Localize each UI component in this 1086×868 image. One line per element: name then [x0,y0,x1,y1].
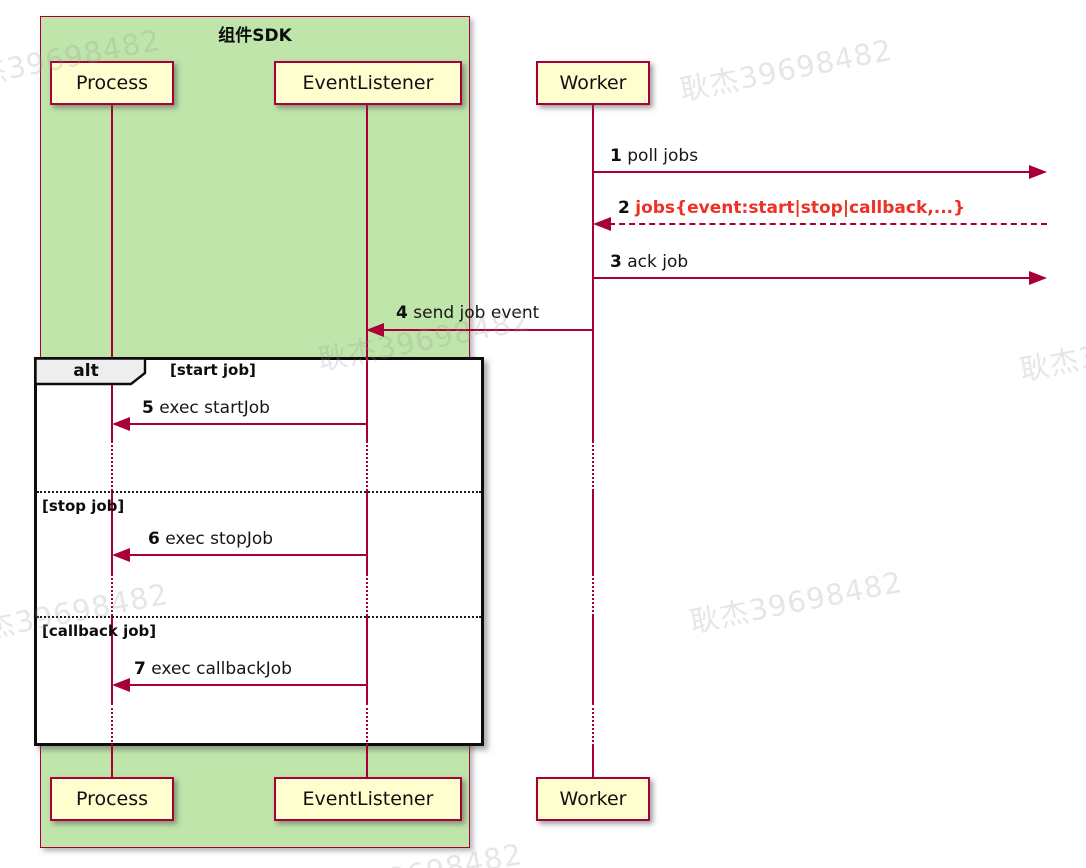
message-4-label: 4 send job event [396,303,539,323]
participant-box-process-bottom: Process [50,777,174,821]
alt-operator-tab [34,357,147,386]
alt-section-divider-1 [37,491,481,493]
message-7-line [128,684,367,686]
lifeline-delay-segment [366,441,368,491]
message-2-line [609,223,1047,225]
message-5-number: 5 [142,398,154,418]
message-4-number: 4 [396,303,408,323]
message-7-number: 7 [134,659,146,679]
lifeline-segment [592,491,594,574]
lifeline-segment [366,105,368,441]
lifeline-segment [111,491,113,574]
participant-box-worker-bottom: Worker [536,777,650,821]
guard-callback-job: [callback job] [42,622,157,640]
message-4-text: send job event [413,303,540,323]
message-3-arrowhead-right-icon [1029,271,1047,285]
lifeline-delay-segment [592,574,594,616]
guard-stop-job: [stop job] [42,497,125,515]
message-3-number: 3 [610,252,622,272]
lifeline-delay-segment [592,703,594,746]
message-6-text: exec stopJob [165,529,274,549]
message-5-line [128,423,367,425]
participant-box-process-top: Process [50,61,174,105]
lifeline-segment [366,616,368,703]
guard-start-job: [start job] [170,361,256,379]
message-2-text: jobs{event:start|stop|callback,...} [635,198,966,218]
message-6-line [128,554,367,556]
message-1-number: 1 [610,146,622,166]
message-5-arrowhead-left-icon [112,417,130,431]
lifeline-segment [366,746,368,777]
message-1-text: poll jobs [627,146,699,166]
lifeline-delay-segment [366,574,368,616]
lifeline-segment [592,616,594,703]
lifeline-delay-segment [111,703,113,746]
lifeline-delay-segment [592,441,594,491]
lifeline-delay-segment [111,574,113,616]
watermark: 耿杰39698482 [687,564,906,640]
message-2-arrowhead-left-icon [593,217,611,231]
message-5-text: exec startJob [159,398,270,418]
participant-box-eventlistener-bottom: EventListener [274,777,462,821]
message-1-label: 1 poll jobs [610,146,698,166]
alt-operator-label: alt [73,361,99,381]
lifeline-segment [366,491,368,574]
lifeline-delay-segment [366,703,368,746]
message-7-arrowhead-left-icon [112,678,130,692]
watermark: 耿杰39698482 [677,32,896,108]
participant-box-eventlistener-top: EventListener [274,61,462,105]
alt-frame [34,357,484,746]
message-2-label: 2 jobs{event:start|stop|callback,...} [618,198,965,218]
message-6-arrowhead-left-icon [112,548,130,562]
sdk-container-title: 组件SDK [218,26,292,46]
message-6-number: 6 [148,529,160,549]
lifeline-segment [111,616,113,703]
alt-section-divider-2 [37,616,481,618]
message-3-label: 3 ack job [610,252,688,272]
lifeline-segment [592,746,594,777]
lifeline-delay-segment [111,441,113,491]
message-4-arrowhead-left-icon [366,323,384,337]
participant-box-worker-top: Worker [536,61,650,105]
message-2-number: 2 [618,198,630,218]
message-3-text: ack job [627,252,689,272]
lifeline-segment [111,746,113,777]
message-5-label: 5 exec startJob [142,398,270,418]
watermark: 耿杰39698482 [1017,312,1086,388]
lifeline-segment [592,105,594,441]
message-1-arrowhead-right-icon [1029,165,1047,179]
lifeline-segment [111,105,113,441]
message-6-label: 6 exec stopJob [148,529,273,549]
message-7-text: exec callbackJob [151,659,292,679]
message-3-line [593,277,1033,279]
message-4-line [382,329,593,331]
message-7-label: 7 exec callbackJob [134,659,292,679]
message-1-line [593,171,1033,173]
